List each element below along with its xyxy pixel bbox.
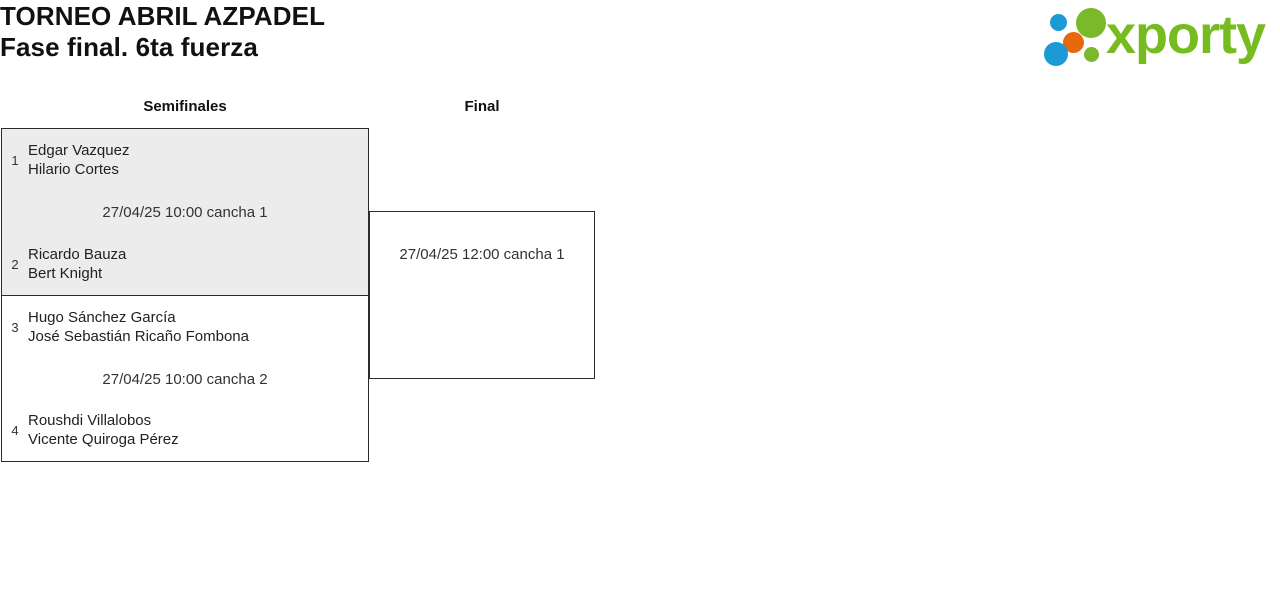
player-name: Ricardo Bauza xyxy=(28,246,127,263)
match-schedule: 27/04/25 12:00 cancha 1 xyxy=(399,246,565,263)
team-players: Ricardo Bauza Bert Knight xyxy=(28,245,368,283)
match-schedule: 27/04/25 10:00 cancha 1 xyxy=(102,204,268,221)
match-semifinal-2[interactable]: 3 Hugo Sánchez García José Sebastián Ric… xyxy=(1,295,369,462)
seed-number: 3 xyxy=(11,319,19,335)
player-name: Edgar Vazquez xyxy=(28,142,130,159)
logo-dot-blue-large-icon xyxy=(1044,42,1068,66)
player-name: Hugo Sánchez García xyxy=(28,309,176,326)
match-semifinal-1-team-top[interactable]: 1 Edgar Vazquez Hilario Cortes xyxy=(2,139,368,181)
seed-number: 2 xyxy=(11,256,19,272)
logo-dot-orange-icon xyxy=(1063,32,1084,53)
team-players: Roushdi Villalobos Vicente Quiroga Pérez xyxy=(28,411,368,449)
round-header-semifinals: Semifinales xyxy=(143,98,227,115)
player-name: Hilario Cortes xyxy=(28,161,119,178)
logo-dot-blue-small-icon xyxy=(1050,14,1067,31)
logo-dot-green-small-icon xyxy=(1084,47,1099,62)
player-name: Roushdi Villalobos xyxy=(28,412,152,429)
page-title: TORNEO ABRIL AZPADEL Fase final. 6ta fue… xyxy=(0,1,325,62)
match-semifinal-1-team-bottom[interactable]: 2 Ricardo Bauza Bert Knight xyxy=(2,243,368,285)
seed-number: 4 xyxy=(11,422,19,438)
team-players: Edgar Vazquez Hilario Cortes xyxy=(28,141,368,179)
match-final[interactable]: 27/04/25 12:00 cancha 1 xyxy=(369,211,595,379)
player-name: Bert Knight xyxy=(28,265,103,282)
seed-number: 1 xyxy=(11,152,19,168)
match-semifinal-1[interactable]: 1 Edgar Vazquez Hilario Cortes 27/04/25 … xyxy=(1,128,369,295)
player-name: José Sebastián Ricaño Fombona xyxy=(28,328,249,345)
tournament-phase: Fase final. 6ta fuerza xyxy=(0,31,258,62)
match-schedule: 27/04/25 10:00 cancha 2 xyxy=(102,371,268,388)
team-players: Hugo Sánchez García José Sebastián Ricañ… xyxy=(28,308,368,346)
xporty-logo[interactable]: xporty xyxy=(1040,5,1272,68)
player-name: Vicente Quiroga Pérez xyxy=(28,431,179,448)
tournament-name: TORNEO ABRIL AZPADEL xyxy=(0,1,326,31)
round-header-final: Final xyxy=(464,98,500,115)
page-header: TORNEO ABRIL AZPADEL Fase final. 6ta fue… xyxy=(0,0,1280,80)
match-semifinal-2-team-bottom[interactable]: 4 Roushdi Villalobos Vicente Quiroga Pér… xyxy=(2,409,368,451)
logo-wordmark: xporty xyxy=(1106,5,1266,65)
logo-dot-green-large-icon xyxy=(1076,8,1106,38)
logo-dots-icon xyxy=(1040,6,1114,68)
match-semifinal-2-team-top[interactable]: 3 Hugo Sánchez García José Sebastián Ric… xyxy=(2,306,368,348)
